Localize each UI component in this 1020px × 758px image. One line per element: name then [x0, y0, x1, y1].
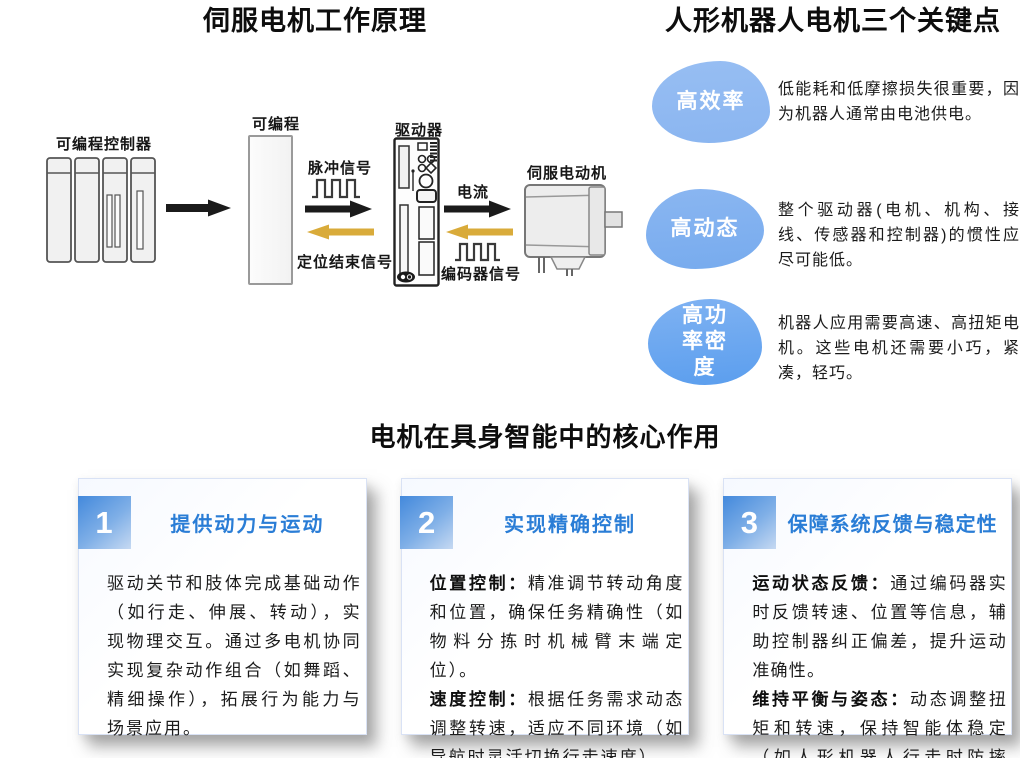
key-point-label: 高效率: [676, 90, 746, 113]
card-body-segment: 位置控制：: [429, 574, 528, 593]
card-body: 驱动关节和肢体完成基础动作（如行走、伸展、转动），实现物理交互。通过多电机协同实…: [107, 569, 362, 743]
card-body-segment: 根据任务需求动态调整转速，适应不同环境（如导航时灵活切换行走速度）。: [429, 690, 685, 758]
card-body-segment: 运动状态反馈：: [752, 574, 891, 593]
encoder-waveform-icon: [455, 242, 500, 262]
pulse-signal-label: 脉冲信号: [308, 160, 373, 177]
servo-motor-graphic: [524, 184, 623, 276]
key-point-label: 高功率密度: [682, 304, 728, 379]
card-body: 运动状态反馈：通过编码器实时反馈转速、位置等信息，辅助控制器纠正偏差，提升运动准…: [752, 569, 1007, 758]
card-body-segment: 驱动关节和肢体完成基础动作（如行走、伸展、转动），实现物理交互。通过多电机协同实…: [107, 574, 362, 738]
card-body-segment: 动态调整扭矩和转速，保持智能体稳定（如人形机器人行走时防摔倒）。: [752, 690, 1008, 758]
card-number-badge: 3: [722, 496, 776, 549]
arrow-left-icon: [307, 224, 374, 240]
core-role-cards: 1 提供动力与运动 驱动关节和肢体完成基础动作（如行走、伸展、转动），实现物理交…: [77, 478, 1013, 758]
card-body-segment: 精准调节转动角度和位置，确保任务精确性（如物料分拣时机械臂末端定位）。: [429, 574, 685, 680]
servo-motor-label: 伺服电动机: [527, 165, 608, 182]
pulse-waveform-icon: [312, 178, 360, 199]
arrow-right-icon: [305, 200, 372, 218]
arrow-right-icon: [444, 200, 511, 218]
driver-graphic: [393, 137, 440, 287]
card-title: 保障系统反馈与稳定性: [787, 514, 998, 536]
key-point-label: 高动态: [670, 217, 740, 240]
controller-label: 可编程: [252, 116, 301, 133]
positioning-end-label: 定位结束信号: [297, 254, 394, 271]
key-point-bubble-power-density: 高功率密度: [648, 299, 762, 385]
current-label: 电流: [457, 184, 490, 201]
card-title: 提供动力与运动: [170, 514, 325, 536]
card-body: 位置控制：精准调节转动角度和位置，确保任务精确性（如物料分拣时机械臂末端定位）。…: [430, 569, 685, 758]
card-body-segment: 维持平衡与姿态：: [752, 690, 910, 709]
card-number-badge: 1: [77, 496, 131, 549]
bottom-section-title: 电机在具身智能中的核心作用: [369, 422, 721, 452]
arrow-right-icon: [166, 199, 231, 217]
card-feedback-stability: 3 保障系统反馈与稳定性 运动状态反馈：通过编码器实时反馈转速、位置等信息，辅助…: [722, 478, 1013, 758]
key-point-text: 机器人应用需要高速、高扭矩电机。这些电机还需要小巧，紧凑，轻巧。: [778, 315, 1020, 382]
card-number-badge: 2: [400, 496, 454, 549]
card-title: 实现精确控制: [504, 514, 636, 536]
key-points-panel: 高效率 低能耗和低摩擦损失很重要，因为机器人通常由电池供电。 高动态 整个驱动器…: [645, 48, 1020, 413]
left-section-title: 伺服电机工作原理: [203, 6, 427, 36]
plc-graphic: [46, 157, 156, 263]
card-body-segment: 通过编码器实时反馈转速、位置等信息，辅助控制器纠正偏差，提升运动准确性。: [752, 574, 1008, 680]
plc-label: 可编程控制器: [55, 136, 152, 153]
driver-label: 驱动器: [395, 122, 444, 139]
key-point-bubble-efficiency: 高效率: [652, 61, 770, 143]
controller-box: [248, 135, 293, 285]
key-point-text: 低能耗和低摩擦损失很重要，因为机器人通常由电池供电。: [778, 81, 1020, 123]
card-body-segment: 速度控制：: [429, 690, 528, 709]
key-point-bubble-dynamics: 高动态: [646, 189, 764, 269]
encoder-signal-label: 编码器信号: [441, 266, 522, 283]
servo-principle-diagram: 可编程控制器 可编程 脉冲信号: [30, 105, 655, 320]
key-point-text: 整个驱动器(电机、机构、接线、传感器和控制器)的惯性应尽可能低。: [778, 202, 1020, 269]
right-section-title: 人形机器人电机三个关键点: [665, 6, 1001, 36]
card-power-motion: 1 提供动力与运动 驱动关节和肢体完成基础动作（如行走、伸展、转动），实现物理交…: [77, 478, 367, 738]
card-precise-control: 2 实现精确控制 位置控制：精准调节转动角度和位置，确保任务精确性（如物料分拣时…: [400, 478, 690, 758]
arrow-left-icon: [446, 224, 513, 240]
